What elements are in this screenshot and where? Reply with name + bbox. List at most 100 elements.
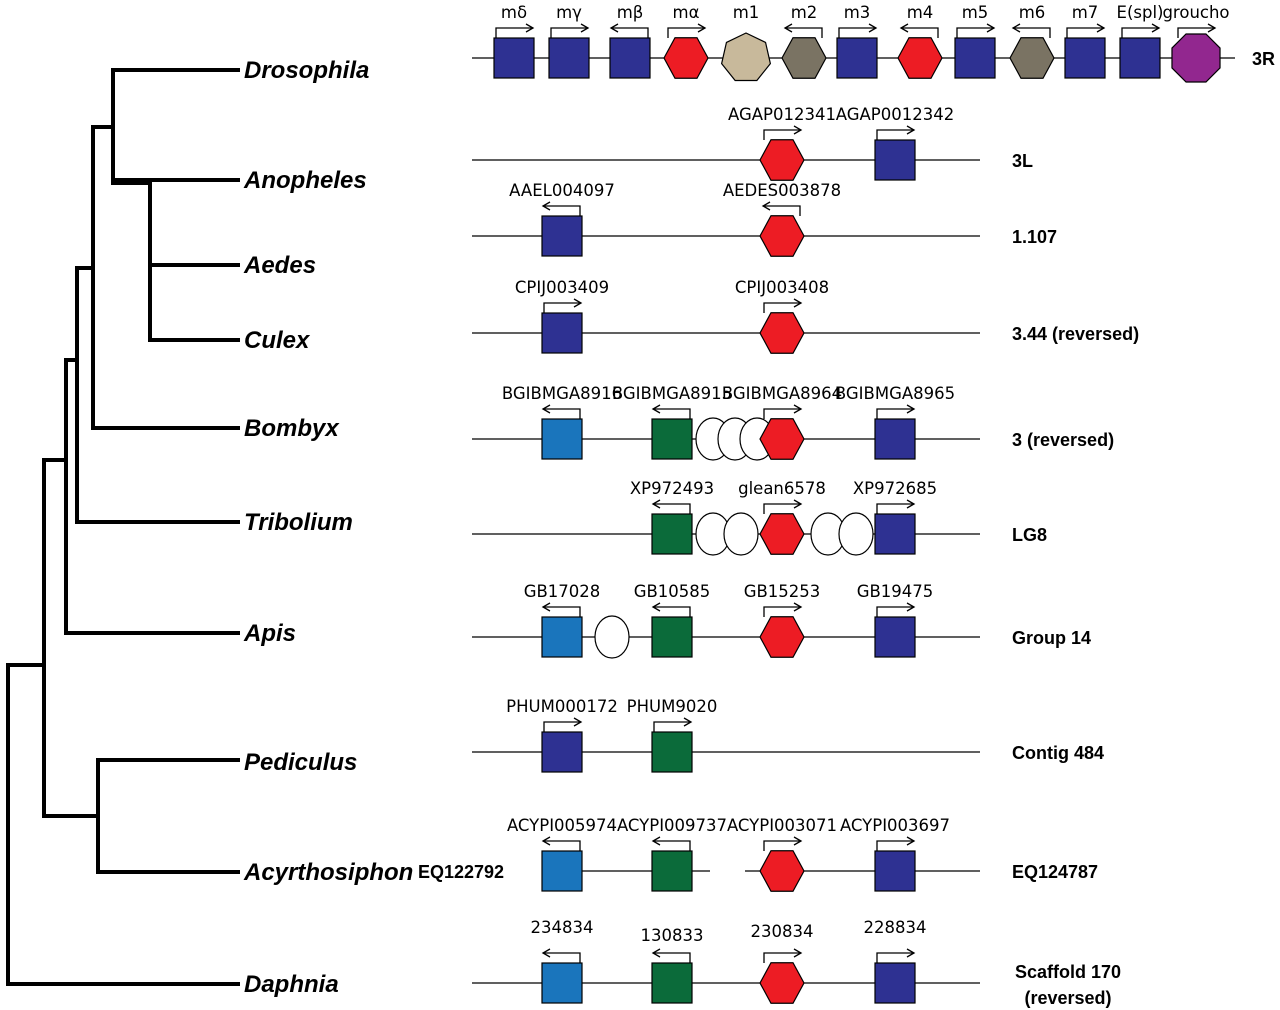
gene-hexagon: [759, 513, 805, 555]
gene-m7: m7: [1064, 3, 1106, 79]
chromosome-label: Contig 484: [1012, 743, 1104, 763]
gene-228834: 228834: [864, 918, 927, 1004]
gene-acypi003697: ACYPI003697: [840, 816, 950, 892]
arrow-head: [573, 298, 583, 308]
direction-arrow: [763, 302, 801, 313]
gene-label: m5: [962, 3, 989, 22]
species-label-tribolium: Tribolium: [244, 509, 353, 536]
gene-bgibmga8965: BGIBMGA8965: [835, 384, 955, 460]
gene-230834: 230834: [751, 922, 814, 1004]
gene-heptagon: [720, 32, 772, 82]
gene-hexagon: [759, 850, 805, 892]
species-label-drosophila: Drosophila: [244, 57, 369, 84]
arrow-head: [651, 948, 661, 958]
gene-label: AEDES003878: [723, 181, 841, 200]
direction-arrow: [653, 721, 691, 732]
direction-arrow: [543, 302, 581, 313]
direction-arrow: [876, 952, 914, 963]
direction-arrow: [876, 840, 914, 851]
gene-acypi003071: ACYPI003071: [727, 816, 837, 892]
arrow-head: [793, 298, 803, 308]
gene-label: mδ: [501, 3, 527, 22]
direction-arrow: [763, 205, 801, 216]
chromosome-label: 3L: [1012, 151, 1033, 171]
arrow-head: [609, 23, 619, 33]
gene-square: [651, 616, 693, 658]
gene-gb15253: GB15253: [744, 582, 820, 658]
direction-arrow: [495, 27, 533, 38]
gene-label: BGIBMGA8965: [835, 384, 955, 403]
direction-arrow: [543, 952, 581, 963]
gene-label: CPIJ003408: [735, 278, 829, 297]
direction-arrow: [611, 27, 649, 38]
species-label-acyrthosiphon: Acyrthosiphon: [243, 859, 413, 886]
arrow-head: [906, 499, 916, 509]
species-label-daphnia: Daphnia: [244, 971, 339, 998]
gene-label: m7: [1072, 3, 1099, 22]
chromosome-label: EQ124787: [1012, 862, 1098, 882]
gene-aael004097: AAEL004097: [509, 181, 615, 257]
gene-square: [1119, 37, 1161, 79]
gene-hexagon: [1009, 37, 1055, 79]
gene-m3: m3: [836, 3, 878, 79]
gene-label: GB10585: [634, 582, 711, 601]
intervening-gene-ellipse: [723, 512, 759, 556]
gene-label: E(spl): [1117, 3, 1164, 22]
chromosome-label: 3 (reversed): [1012, 430, 1114, 450]
gene-acypi009737: ACYPI009737: [617, 816, 727, 892]
gene-label: CPIJ003409: [515, 278, 609, 297]
direction-arrow: [901, 27, 939, 38]
arrow-head: [1207, 23, 1217, 33]
gene-hexagon: [759, 616, 805, 658]
arrow-head: [541, 836, 551, 846]
gene-label: GB19475: [857, 582, 934, 601]
arrow-head: [1151, 23, 1161, 33]
direction-arrow: [653, 952, 691, 963]
tree-branch: [6, 663, 240, 986]
gene-234834: 234834: [531, 918, 594, 1004]
gene-label: BGIBMGA8964: [722, 384, 842, 403]
direction-arrow: [876, 606, 914, 617]
arrow-head: [868, 23, 878, 33]
arrow-head: [580, 23, 590, 33]
direction-arrow: [1066, 27, 1104, 38]
species-labels: DrosophilaAnophelesAedesCulexBombyxTribo…: [243, 57, 413, 998]
gene-label: ACYPI003697: [840, 816, 950, 835]
gene-hexagon: [759, 139, 805, 181]
direction-arrow: [763, 606, 801, 617]
arrow-head: [525, 23, 535, 33]
arrow-head: [683, 717, 693, 727]
gene-square: [874, 616, 916, 658]
direction-arrow: [653, 503, 691, 514]
gene-hexagon: [781, 37, 827, 79]
gene-square: [1064, 37, 1106, 79]
arrow-head: [761, 201, 771, 211]
gene-label: PHUM000172: [506, 697, 618, 716]
direction-arrow: [763, 952, 801, 963]
chromosome-label: Group 14: [1012, 628, 1091, 648]
gene-aedes003878: AEDES003878: [723, 181, 841, 257]
gene-hexagon: [759, 215, 805, 257]
gene-label: ACYPI009737: [617, 816, 727, 835]
gene-square: [651, 513, 693, 555]
gene-label: AGAP012341: [728, 105, 836, 124]
arrow-head: [573, 717, 583, 727]
direction-arrow: [763, 408, 801, 419]
gene-square: [541, 962, 583, 1004]
arrow-head: [1011, 23, 1021, 33]
gene-square: [541, 215, 583, 257]
direction-arrow: [763, 129, 801, 140]
tree-branch: [91, 125, 240, 430]
gene-m: mγ: [548, 3, 590, 79]
gene-square: [651, 962, 693, 1004]
gene-label: glean6578: [738, 479, 826, 498]
direction-arrow: [763, 503, 801, 514]
gene-130833: 130833: [641, 926, 704, 1004]
gene-label: mα: [673, 3, 700, 22]
arrow-head: [793, 602, 803, 612]
gene-cpij003409: CPIJ003409: [515, 278, 609, 354]
tree-branch: [64, 358, 240, 635]
